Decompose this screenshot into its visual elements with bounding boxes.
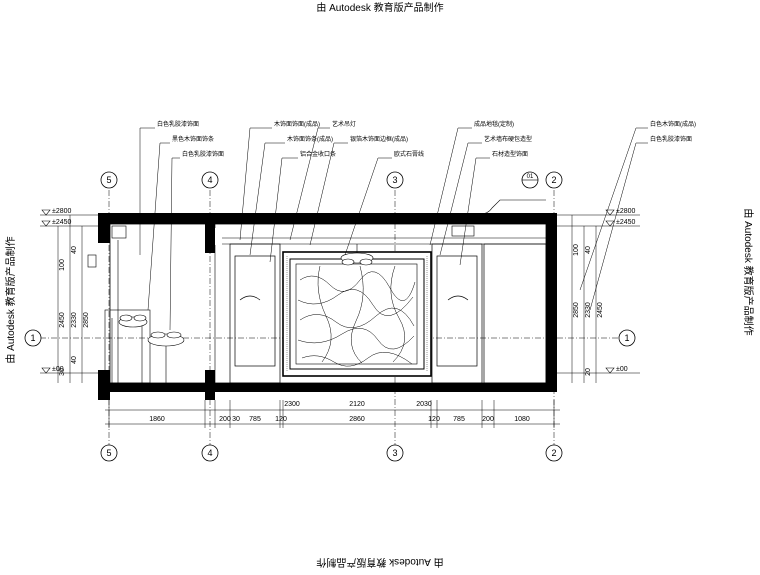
left-corridor [87,225,216,384]
dim-lines-bottom [105,400,560,428]
watermark-bottom: 由 Autodesk 教育版产品制作 [316,556,443,569]
note-white-paint-3: 白色乳胶漆饰面 [650,135,692,143]
dim-lines-left [57,215,83,383]
detail-tag: 01 [527,174,534,180]
grid-label-3-bottom: 3 [392,448,397,458]
plant-decoration [118,314,185,383]
note-aluminum-strip: 铝合金收口条 [300,150,336,158]
dim-left-inner-100: 100 [59,259,66,271]
annotations: 白色乳胶漆饰面 黑色木饰面饰条 白色乳胶漆饰面 木饰面饰面(成品) 木饰面饰条(… [157,120,696,158]
note-chandelier: 艺术吊灯 [332,120,356,128]
dim-bottom-2030: 2030 [416,401,432,408]
dim-left-2330: 2330 [71,312,78,328]
dim-left-2850: 2850 [83,312,90,328]
levels-right: ±2800 ±2450 ±00 [557,208,640,374]
dim-bottom-30: 30 [232,416,240,423]
feature-wall [282,251,432,377]
dim-bottom-200-right: 200 [482,416,494,423]
grid-bubbles-side: 1 1 01 [24,171,636,347]
level-right-2800: ±2800 [616,208,636,215]
structure [98,213,557,400]
dim-right-2330: 2330 [585,302,592,318]
dim-bottom-785-left: 785 [249,416,261,423]
note-white-paint-1: 白色乳胶漆饰面 [157,120,199,128]
grid-label-2-bottom: 2 [551,448,556,458]
grid-label-5: 5 [106,175,111,185]
grid-label-2: 2 [551,175,556,185]
grid-label-right: 1 [624,333,629,343]
dim-bottom-200-left: 200 [219,416,231,423]
grid-bubbles-bottom: 5 4 3 2 [100,444,563,462]
note-carpet: 成品地毯(定制) [474,120,514,128]
note-wood-veneer: 木饰面饰面(成品) [274,120,320,128]
chandelier [340,244,374,266]
note-wood-trim: 木饰面饰条(成品) [287,135,333,143]
note-wall-fabric: 艺术墙布硬包造型 [484,135,532,143]
dim-left-inner-40: 40 [71,246,78,254]
dim-bottom-120-left: 120 [275,416,287,423]
note-stone-feature: 石材造型饰面 [492,150,528,158]
grid-bubbles-top: 5 4 3 2 [100,171,563,189]
dim-bottom-785-right: 785 [453,416,465,423]
grid-label-5-bottom: 5 [106,448,111,458]
grid-label-3: 3 [392,175,397,185]
note-white-veneer: 白色木饰面(成品) [650,120,696,128]
dim-left-small-40: 40 [71,356,78,364]
dim-lines-right [571,215,597,383]
dim-right-40: 40 [585,246,592,254]
dim-bottom-120-right: 120 [428,416,440,423]
level-left-2450: ±2450 [52,219,72,226]
dim-left-2450: 2450 [59,312,66,328]
dim-bottom-2300: 2300 [284,401,300,408]
note-white-paint-2: 白色乳胶漆饰面 [182,150,224,158]
note-silver-frame: 银箔木饰面边框(成品) [350,135,408,143]
grid-label-4: 4 [207,175,212,185]
side-panels [229,243,547,384]
dim-bottom-1080: 1080 [514,416,530,423]
grid-label-left: 1 [30,333,35,343]
grid-label-4-bottom: 4 [207,448,212,458]
dim-right-100: 100 [573,244,580,256]
dim-right-2850: 2850 [573,302,580,318]
watermark-left: 由 Autodesk 教育版产品制作 [4,236,17,363]
level-right-2450: ±2450 [616,219,636,226]
dim-left-small-30: 30 [59,368,66,376]
levels-left: ±2800 ±2450 ±00 [40,208,98,374]
level-right-00: ±00 [616,366,628,373]
dim-right-20: 20 [585,368,592,376]
note-black-trim: 黑色木饰面饰条 [172,135,214,143]
dim-bottom-1860: 1860 [149,416,165,423]
dim-bottom-2120: 2120 [349,401,365,408]
watermark-right: 由 Autodesk 教育版产品制作 [742,208,755,335]
leader-lines [139,127,648,331]
dim-right-2450: 2450 [597,302,604,318]
watermark-top: 由 Autodesk 教育版产品制作 [316,1,443,14]
dim-bottom-2860: 2860 [349,416,365,423]
note-gypsum-line: 欧式石膏线 [394,150,424,158]
level-left-2800: ±2800 [52,208,72,215]
